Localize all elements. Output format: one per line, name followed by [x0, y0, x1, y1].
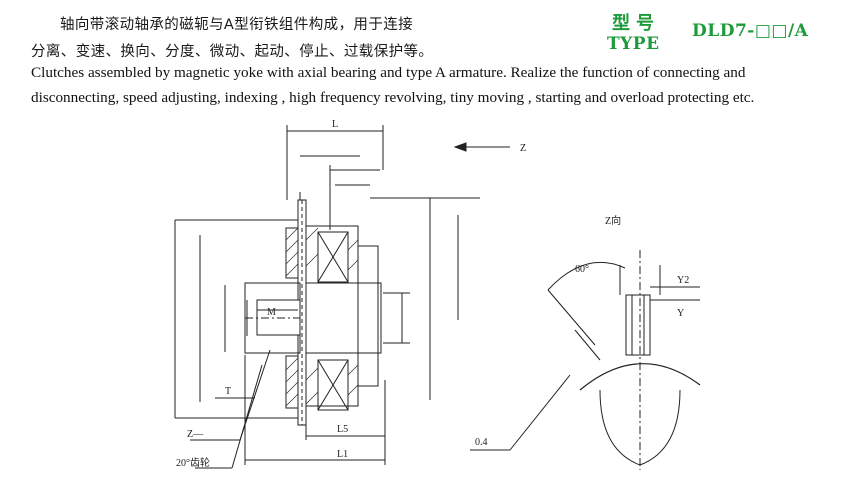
dim-label-roughness: 0.4: [475, 437, 488, 448]
dim-label-Y2: Y2: [677, 275, 689, 286]
dim-label-L1: L1: [337, 449, 348, 460]
detail-view-title: Z向: [605, 214, 621, 227]
dim-label-Y: Y: [677, 308, 684, 319]
dim-label-L: L: [332, 119, 338, 130]
type-label-cn: 型号: [612, 13, 660, 34]
dim-label-T: T: [225, 386, 231, 397]
dim-label-L5: L5: [337, 424, 348, 435]
description-cn-line2: 分离、变速、换向、分度、微动、起动、停止、过载保护等。: [31, 44, 434, 60]
description-cn-line1: 轴向带滚动轴承的磁轭与A型衔铁组件构成，用于连接: [60, 17, 414, 33]
dim-label-angle: 60°: [575, 264, 589, 275]
dim-label-Z: Z: [520, 143, 526, 154]
description-en-line1: Clutches assembled by magnetic yoke with…: [31, 64, 746, 81]
description-en-line2: disconnecting, speed adjusting, indexing…: [31, 89, 755, 106]
model-code: DLD7-□□/A: [692, 21, 809, 41]
dim-label-Z-left: Z—: [187, 429, 204, 440]
dim-label-M: M: [267, 307, 276, 318]
dim-label-tooth-note: 20°齿轮: [176, 456, 210, 469]
type-label-en: TYPE: [607, 34, 660, 54]
